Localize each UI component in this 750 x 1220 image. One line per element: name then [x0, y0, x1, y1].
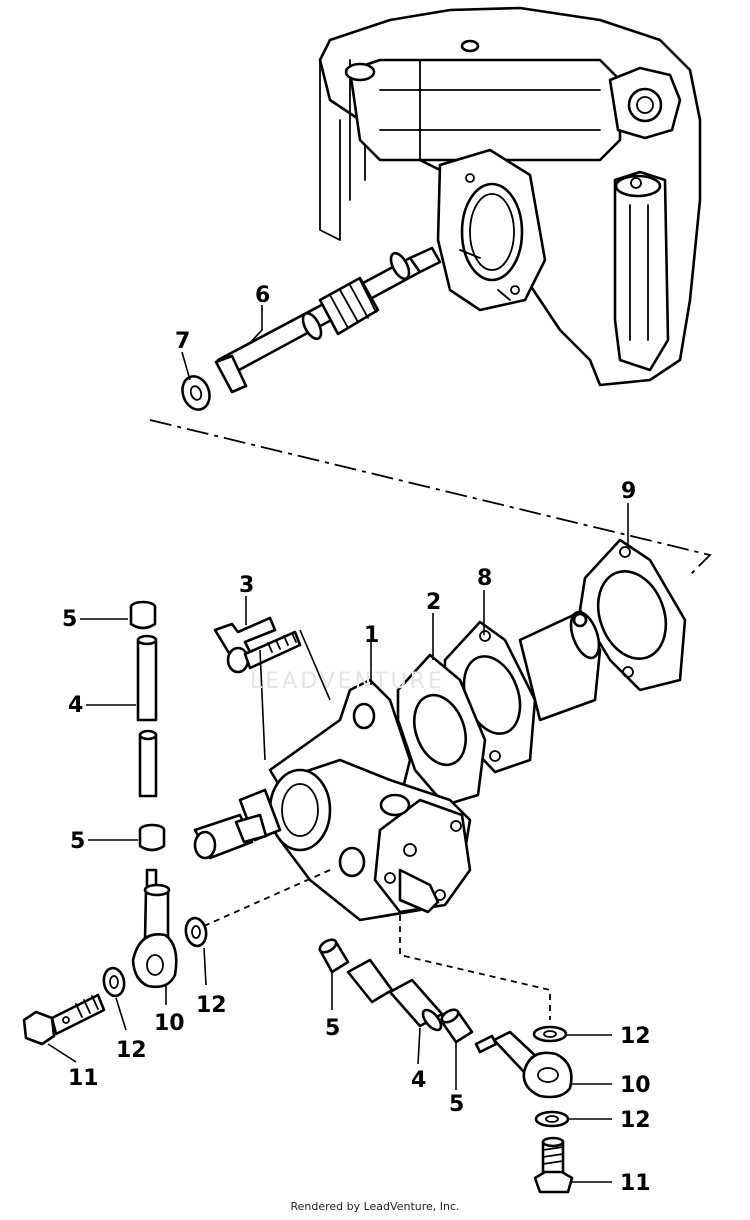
callout-7: 7: [175, 329, 190, 354]
callout-4-left: 4: [68, 693, 83, 718]
banjo-fitting-10-right: [474, 1030, 573, 1099]
hose-4-upper: [136, 634, 158, 722]
washer-12-right-a: [532, 1025, 568, 1043]
bolt-3: [213, 616, 331, 761]
washer-12-left-a: [184, 916, 208, 948]
banjo-bolt-11-right: [533, 1136, 574, 1194]
callout-5-mid: 5: [70, 829, 85, 854]
center-line: [149, 419, 712, 576]
callout-5-low-left: 5: [325, 1016, 340, 1041]
callout-10-right: 10: [620, 1073, 651, 1098]
banjo-bolt-11-left: [22, 993, 106, 1046]
callout-9: 9: [621, 479, 636, 504]
gasket-2: [396, 653, 487, 807]
callout-4-low: 4: [411, 1068, 426, 1093]
banjo-fitting-10-left: [131, 868, 178, 989]
drive-shaft-gear: [214, 246, 442, 394]
footer-credit: Rendered by LeadVenture, Inc.: [290, 1200, 460, 1213]
callout-12-right-a: 12: [620, 1024, 651, 1049]
callout-2: 2: [426, 590, 441, 615]
callout-10-left: 10: [154, 1011, 185, 1036]
engine-block: [318, 6, 702, 387]
washer-7: [181, 375, 211, 411]
washer-12-right-b: [534, 1110, 570, 1128]
callout-12-right-b: 12: [620, 1108, 651, 1133]
sleeve-5-low-right: [440, 1008, 474, 1044]
callout-1: 1: [364, 623, 379, 648]
sleeve-5-mid: [138, 823, 166, 852]
callout-5-top: 5: [62, 607, 77, 632]
leader-lines: [47, 305, 629, 1183]
washer-12-left-b: [102, 966, 126, 998]
watermark-text: LEADVENTURE: [250, 669, 445, 694]
callout-12-left-b: 12: [116, 1038, 147, 1063]
callout-3: 3: [239, 573, 254, 598]
callout-12-left-a: 12: [196, 993, 227, 1018]
callout-11-right: 11: [620, 1171, 651, 1196]
hose-4-low-a: [346, 958, 394, 1004]
hose-4-low-b: [388, 978, 444, 1032]
callout-5-low-right: 5: [449, 1092, 464, 1117]
gasket-9: [578, 538, 687, 692]
dotted-line-right: [399, 915, 551, 1020]
sleeve-5-low-left: [318, 938, 350, 974]
dotted-line-left: [194, 869, 331, 931]
callout-11-left: 11: [68, 1066, 99, 1091]
callout-6: 6: [255, 283, 270, 308]
callout-8: 8: [477, 566, 492, 591]
callouts: 6 7 9 8 2 1 3 5 4 5 10 12 12 11 5 4 5 12…: [62, 283, 651, 1196]
oil-pump: [193, 610, 602, 922]
sleeve-5-top: [129, 600, 157, 630]
hose-4-lower: [138, 729, 158, 798]
